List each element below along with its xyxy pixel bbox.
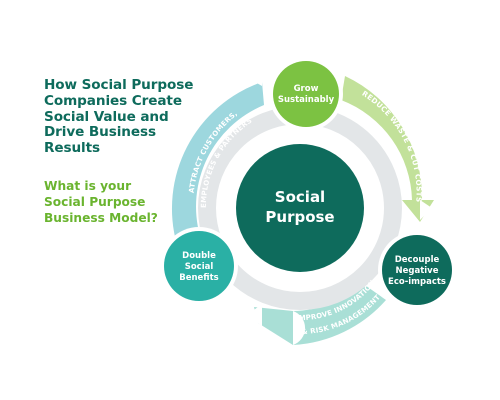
arrow-band-attract: [171, 82, 264, 245]
headline-line: Results: [44, 140, 101, 157]
question-line: What is your: [44, 179, 132, 193]
arrowhead-reduce: [420, 200, 432, 220]
arrow-tail-innovate: [254, 307, 293, 345]
grow-node-label: Sustainably: [278, 95, 335, 105]
arrow-band-reduce: [341, 76, 434, 222]
headline-line: Companies Create: [44, 92, 182, 109]
double-node-label: Double: [182, 251, 216, 261]
arrow-band-innovate: [293, 283, 386, 345]
headline-line: How Social Purpose: [44, 77, 194, 93]
double-node-label: Benefits: [179, 273, 218, 283]
arrowhead-attract: [248, 70, 262, 86]
question-line: Social Purpose: [44, 195, 146, 209]
grow-node: [273, 61, 339, 127]
headline-line: Social Value and: [44, 108, 169, 125]
double-node: [164, 231, 234, 301]
double-node-label: Social: [185, 262, 214, 272]
decouple-node: [382, 235, 452, 305]
center-label: Social: [275, 188, 325, 206]
grow-node-label: Grow: [294, 84, 319, 94]
center-label: Purpose: [265, 208, 334, 226]
center-circle: [236, 144, 364, 272]
decouple-node-label: Negative: [396, 266, 439, 276]
question-text: What is your Social Purpose Business Mod…: [44, 178, 194, 226]
decouple-node-label: Decouple: [395, 255, 440, 265]
decouple-node-label: Eco-impacts: [388, 277, 446, 287]
question-line: Business Model?: [44, 211, 158, 225]
headline-line: Drive Business: [44, 124, 156, 141]
headline: How Social Purpose Companies Create Soci…: [44, 77, 219, 157]
arrowhead-innovate: [247, 304, 262, 326]
